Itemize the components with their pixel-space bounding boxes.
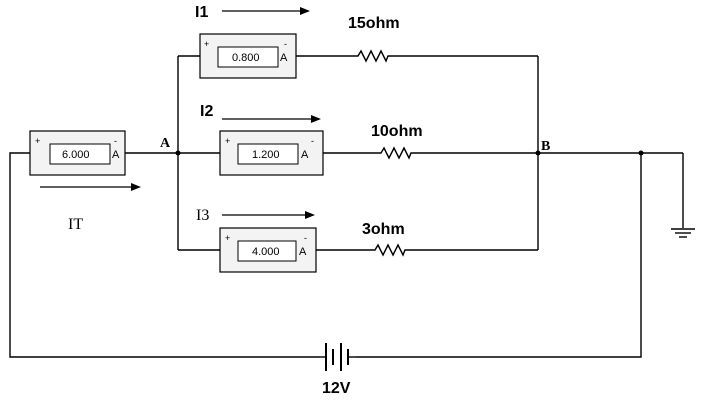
- junction-a: [175, 150, 181, 156]
- resistor-3ohm-icon: [370, 243, 408, 257]
- junction-right: [638, 150, 644, 156]
- arrow-right-icon: [222, 7, 310, 15]
- resistor-label-r1: 15ohm: [348, 15, 400, 32]
- meter-unit: A: [301, 149, 309, 161]
- resistor-label-r2: 10ohm: [371, 123, 423, 140]
- junction-b: [535, 150, 541, 156]
- arrow-right-icon: [40, 183, 141, 191]
- resistor-10ohm-icon: [376, 146, 414, 160]
- meter-plus-sign: +: [225, 136, 230, 146]
- wire-right-loop: [356, 153, 642, 358]
- meter-minus-sign: -: [284, 39, 287, 49]
- meter-plus-sign: +: [204, 39, 209, 49]
- resistor-15ohm-icon: [347, 49, 393, 63]
- current-label-it: IT: [68, 216, 83, 233]
- wires: [9, 55, 684, 358]
- arrow-right-icon: [222, 211, 315, 219]
- meter-value: 6.000: [62, 149, 90, 161]
- meter-minus-sign: -: [304, 233, 307, 243]
- meter-value: 4.000: [252, 246, 280, 258]
- node-label-b: B: [541, 139, 550, 154]
- ammeter-1: + - 0.800 A: [199, 33, 297, 79]
- meter-minus-sign: -: [114, 136, 117, 146]
- battery-icon: [320, 343, 356, 371]
- meter-plus-sign: +: [35, 136, 40, 146]
- current-label-i3: I3: [196, 207, 209, 224]
- current-label-i2: I2: [200, 103, 213, 120]
- meter-value: 0.800: [232, 52, 260, 64]
- meter-unit: A: [280, 52, 288, 64]
- arrow-right-icon: [222, 115, 321, 123]
- wire-left-loop: [9, 152, 320, 358]
- meter-minus-sign: -: [311, 136, 314, 146]
- ground-icon: [671, 228, 695, 238]
- ammeter-2: + - 1.200 A: [219, 130, 324, 176]
- current-label-i1: I1: [195, 4, 208, 21]
- meter-unit: A: [112, 149, 120, 161]
- meter-plus-sign: +: [225, 233, 230, 243]
- ammeter-3: + - 4.000 A: [219, 227, 317, 273]
- meter-unit: A: [299, 246, 307, 258]
- meter-value: 1.200: [252, 149, 280, 161]
- node-label-a: A: [160, 136, 171, 151]
- ammeter-total: + - 6.000 A: [29, 130, 126, 176]
- battery-label: 12V: [322, 380, 351, 397]
- resistor-label-r3: 3ohm: [362, 221, 405, 238]
